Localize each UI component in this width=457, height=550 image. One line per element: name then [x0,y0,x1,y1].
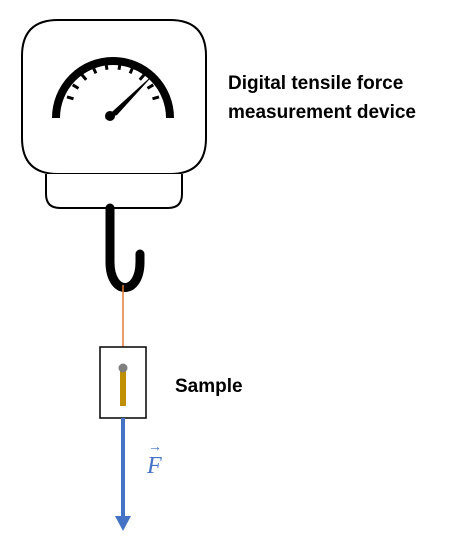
gauge-tick [146,83,155,90]
gauge-tick [104,62,109,70]
hook-icon [105,203,145,292]
sample-pin [118,363,128,373]
device-label: Digital tensile force measurement device [228,69,416,127]
gauge-tick [117,62,122,70]
sample-bar [120,368,126,406]
gauge-tick [66,95,74,101]
sample-label: Sample [175,376,243,397]
gauge-tick [138,73,146,81]
gauge-needle-hub [105,111,115,121]
gauge-tick [152,95,160,101]
gauge-tick [91,66,98,75]
gauge-tick [128,66,135,75]
gauge-tick [80,73,88,81]
force-symbol: F [147,453,162,479]
sample [99,346,147,419]
device-body [21,19,207,209]
force-arrow-icon [115,418,131,531]
force-label: → F [147,440,162,480]
gauge-icon [52,57,174,121]
gauge-tick [71,83,80,90]
force-vector-mark: → [148,440,162,455]
gauge-needle [105,72,156,119]
device-label-line2: measurement device [228,102,416,123]
device-label-line1: Digital tensile force [228,73,404,94]
sample-box [99,346,147,419]
